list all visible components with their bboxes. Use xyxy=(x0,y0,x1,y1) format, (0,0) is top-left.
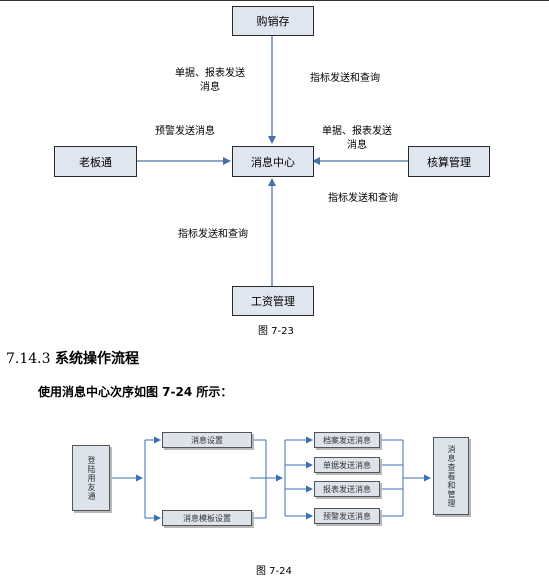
node-payroll: 工资管理 xyxy=(232,286,314,316)
section-number: 7.14.3 xyxy=(6,351,51,367)
top-rule xyxy=(0,0,549,1)
label-right-above-line2: 消息 xyxy=(347,140,367,151)
label-right-below: 指标发送和查询 xyxy=(328,193,398,204)
section-title: 系统操作流程 xyxy=(54,351,139,367)
label-right-above: 单据、报表发送 消息 xyxy=(316,125,398,153)
label-bottom-left: 指标发送和查询 xyxy=(178,229,248,240)
label-top-left-line2: 消息 xyxy=(200,82,220,93)
step-template-settings: 消息模板设置 xyxy=(162,510,252,526)
section-heading: 7.14.3 系统操作流程 xyxy=(6,348,139,368)
label-top-left: 单据、报表发送 消息 xyxy=(170,67,250,95)
figure-7-24-caption: 图 7-24 xyxy=(256,566,292,576)
node-message-center: 消息中心 xyxy=(232,146,314,177)
node-boss: 老板通 xyxy=(54,146,137,177)
step-login: 登陆用友通 xyxy=(72,445,110,511)
label-top-right: 指标发送和查询 xyxy=(310,73,380,84)
step-view-manage: 消息查看和管理 xyxy=(433,437,469,515)
node-inventory: 购销存 xyxy=(232,6,314,36)
label-left-above: 预警发送消息 xyxy=(155,126,215,137)
label-top-left-line1: 单据、报表发送 xyxy=(175,68,245,79)
step-send-document: 单据发送消息 xyxy=(314,457,380,473)
intro-paragraph: 使用消息中心次序如图 7-24 所示： xyxy=(38,385,233,399)
node-accounting: 核算管理 xyxy=(408,146,490,177)
figure-7-23-caption: 图 7-23 xyxy=(258,326,294,337)
label-right-above-line1: 单据、报表发送 xyxy=(322,126,392,137)
step-send-warning: 预警发送消息 xyxy=(314,508,380,524)
step-send-archive: 档案发送消息 xyxy=(314,432,380,448)
figure-7-24-connectors xyxy=(110,436,431,522)
step-message-settings: 消息设置 xyxy=(162,432,252,448)
step-send-report: 报表发送消息 xyxy=(314,481,380,497)
